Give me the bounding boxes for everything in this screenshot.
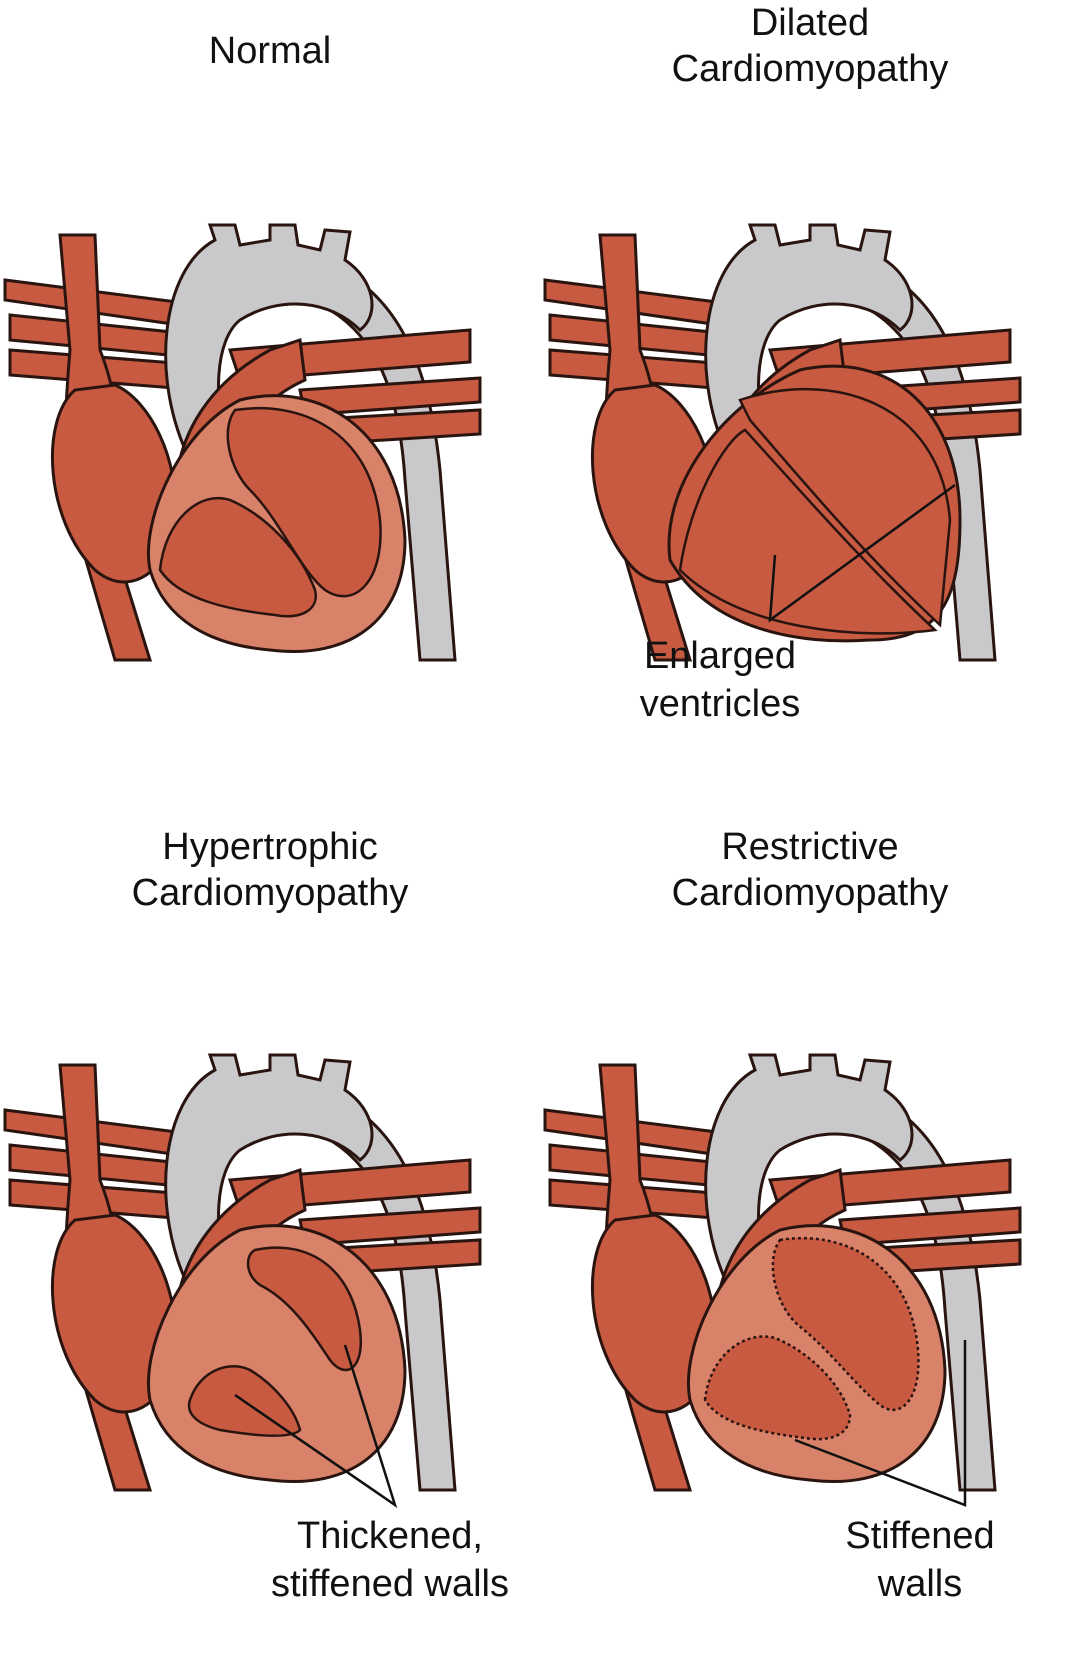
title-line-1: Hypertrophic	[162, 826, 378, 868]
callout-line-2: walls	[877, 1563, 963, 1605]
callout-line-2: stiffened walls	[271, 1563, 509, 1605]
panel-dilated: Dilated Cardiomyopathy Enlarged ventricl…	[540, 0, 1080, 830]
callout-line-1: Thickened,	[297, 1515, 483, 1557]
callout-label: Enlarged ventricles	[600, 632, 840, 728]
title-line-2: Cardiomyopathy	[671, 48, 949, 90]
panel-restrictive: Restrictive Cardiomyopathy Stiffened wal…	[540, 826, 1080, 1660]
panel-title: Dilated Cardiomyopathy	[540, 0, 1080, 92]
title-line-2: Cardiomyopathy	[671, 872, 949, 914]
dilated-heart-illustration	[543, 223, 1022, 662]
title-line-2: Cardiomyopathy	[131, 872, 409, 914]
callout-label: Thickened, stiffened walls	[240, 1512, 540, 1608]
title-line-1: Dilated	[750, 2, 870, 44]
hypertrophic-heart-illustration	[3, 1053, 482, 1492]
normal-heart-illustration	[3, 223, 482, 662]
callout-line-1: Stiffened	[845, 1515, 995, 1557]
panel-normal: Normal	[0, 0, 540, 830]
panel-hypertrophic: Hypertrophic Cardiomyopathy Thickened, s…	[0, 826, 540, 1660]
panel-title: Hypertrophic Cardiomyopathy	[0, 824, 585, 916]
callout-label: Stiffened walls	[820, 1512, 1020, 1608]
title-line-1: Normal	[208, 30, 332, 72]
panel-title: Normal	[0, 28, 585, 74]
callout-line-2: ventricles	[639, 683, 801, 725]
title-line-1: Restrictive	[721, 826, 899, 868]
callout-line-1: Enlarged	[643, 635, 797, 677]
restrictive-heart-illustration	[543, 1053, 1022, 1492]
panel-title: Restrictive Cardiomyopathy	[540, 824, 1080, 916]
